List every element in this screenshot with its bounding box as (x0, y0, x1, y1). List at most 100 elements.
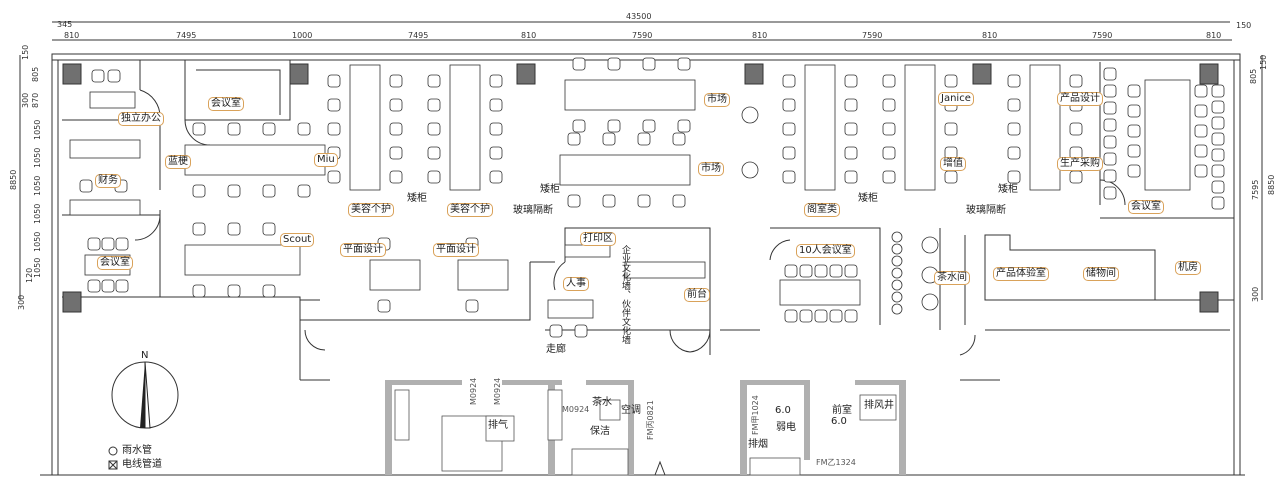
desk (547, 299, 594, 319)
chair (262, 284, 276, 298)
chair (262, 222, 276, 236)
chair (572, 119, 586, 133)
structural-column (516, 63, 536, 85)
label-exhaust: 排气 (488, 420, 508, 431)
dim-top: 7590 (1092, 31, 1113, 40)
room-label-market: 市场 (704, 93, 730, 107)
dim-left: 150 (21, 44, 30, 60)
chair (465, 299, 479, 313)
round-table (741, 106, 759, 124)
chair (944, 170, 958, 184)
chair (1007, 74, 1021, 88)
corridor-edges (299, 320, 1230, 381)
chair (327, 170, 341, 184)
desk (69, 139, 141, 159)
chair (1211, 180, 1225, 194)
dim-top: 7495 (176, 31, 197, 40)
round-table (741, 161, 759, 179)
room-label-meeting-room: 会议室 (97, 256, 133, 270)
chair (1103, 169, 1117, 183)
room-label-storage: 储物间 (1083, 267, 1119, 281)
dim-left: 870 (31, 92, 40, 108)
chair (549, 324, 563, 338)
chair (87, 237, 101, 251)
stool (891, 279, 903, 291)
door-label: FM甲1024 (751, 395, 760, 435)
chair (844, 74, 858, 88)
chair (262, 184, 276, 198)
room-label-graphic-design: 平面设计 (433, 243, 479, 257)
room-label-independent-office: 独立办公 (118, 112, 164, 126)
chair (262, 122, 276, 136)
dim-top: 810 (521, 31, 537, 40)
chair (489, 98, 503, 112)
dim-top: 7495 (408, 31, 429, 40)
service-core (385, 380, 906, 476)
chair (572, 57, 586, 71)
room-label-increment: 增值 (940, 157, 966, 171)
chair (227, 184, 241, 198)
dim-top: 7590 (632, 31, 653, 40)
chair (1211, 84, 1225, 98)
chair (1194, 124, 1208, 138)
dim-left: 1050 (33, 203, 42, 224)
label-exhaust-shaft: 排风井 (864, 400, 894, 411)
chair (91, 69, 105, 83)
chair (101, 237, 115, 251)
room-label-pavilion: 阁室类 (804, 203, 840, 217)
chair (87, 279, 101, 293)
structural-column (744, 63, 764, 85)
chair (1194, 104, 1208, 118)
chair (567, 132, 581, 146)
dim-top: 1000 (292, 31, 313, 40)
chair (642, 119, 656, 133)
chair (1211, 100, 1225, 114)
cable-duct-icon (108, 460, 118, 470)
chair (782, 98, 796, 112)
dim-right: 150 (1259, 54, 1268, 70)
room-label-product-design: 产品设计 (1057, 92, 1103, 106)
label-corridor: 走廊 (546, 344, 566, 355)
chair (799, 264, 813, 278)
dim-left: 1050 (33, 175, 42, 196)
chair (882, 146, 896, 160)
chair (79, 179, 93, 193)
chair (829, 264, 843, 278)
chair (672, 132, 686, 146)
chair (327, 74, 341, 88)
chair (1211, 196, 1225, 210)
round-table (921, 236, 939, 254)
room-label-meeting-room: 会议室 (208, 97, 244, 111)
desk (184, 244, 301, 276)
chair (602, 194, 616, 208)
chair (297, 122, 311, 136)
desk (184, 144, 326, 176)
label-area: 6.0 (831, 416, 847, 427)
chair (1007, 122, 1021, 136)
stool (891, 243, 903, 255)
chair (427, 170, 441, 184)
chair (427, 74, 441, 88)
chair (489, 170, 503, 184)
chair (829, 309, 843, 323)
chair (844, 170, 858, 184)
chair (1103, 118, 1117, 132)
chair (799, 309, 813, 323)
chair (574, 324, 588, 338)
chair (782, 146, 796, 160)
chair (1007, 146, 1021, 160)
legend-rain-pipe: 雨水管 (122, 445, 152, 456)
room-label-production-purchase: 生产采购 (1057, 157, 1103, 171)
chair (1007, 98, 1021, 112)
chair (782, 122, 796, 136)
chair (1211, 164, 1225, 178)
chair (297, 184, 311, 198)
dim-left: 1050 (33, 231, 42, 252)
room-label-hr: 人事 (563, 277, 589, 291)
dim-left: 1050 (33, 119, 42, 140)
chair (1103, 67, 1117, 81)
desk (564, 244, 611, 258)
room-label-print-area: 打印区 (580, 232, 616, 246)
